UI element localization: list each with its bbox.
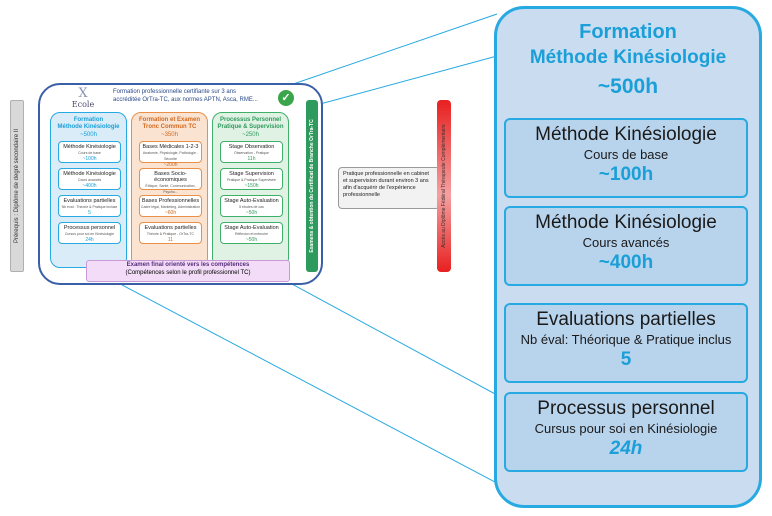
overview-item-subtitle: Réflexion et mémoire xyxy=(234,232,269,236)
overview-item-value: ~50h xyxy=(245,237,258,243)
certificate-bar: Examens & obtention du Certificat de Bra… xyxy=(306,100,318,272)
overview-item-title: Bases Médicales 1-2-3 xyxy=(142,144,199,150)
overview-item-subtitle: Éthique, Santé, Communication, Psycho... xyxy=(145,184,196,194)
overview-item-value: 11 xyxy=(167,237,174,243)
overview-item-title: Stage Auto-Evaluation xyxy=(224,225,279,231)
prerequisite-label: Prérequis : Diplôme de degré secondaire … xyxy=(14,128,20,244)
zoom-card-value: ~400h xyxy=(598,252,654,273)
federal-diploma-bar: Accès au Diplôme Fédéral Thérapeute Comp… xyxy=(437,100,451,272)
overview-item-title: Evaluations partielles xyxy=(144,225,197,231)
overview-item-subtitle: Observation - Pratique xyxy=(233,151,270,155)
overview-column-title: Processus Personnel Pratique & Supervisi… xyxy=(217,117,284,130)
overview-item-title: Bases Professionnelles xyxy=(141,198,200,204)
overview-item-value: ~400h xyxy=(82,183,97,189)
final-exam-subtitle: (Compétences selon le profil professionn… xyxy=(125,270,251,276)
overview-item-value: 5 xyxy=(88,210,91,216)
zoom-card-value: 24h xyxy=(609,438,643,459)
overview-item-subtitle: Cursus pour soi en Kinésiologie xyxy=(64,232,115,236)
overview-item-title: Processus personnel xyxy=(63,225,116,231)
overview-item-title: Stage Supervision xyxy=(229,171,274,177)
overview-item-subtitle: Anatomie, Physiologie, Pathologie - Sécu… xyxy=(142,151,199,161)
overview-item-subtitle: Pratique & Pratique Supervisée xyxy=(227,178,276,182)
overview-item-title: Méthode Kinésiologie xyxy=(63,171,116,177)
school-logo-mark: X xyxy=(78,86,88,101)
zoom-card-value: ~100h xyxy=(598,164,654,185)
check-icon: ✓ xyxy=(278,90,294,106)
zoom-card-title: Processus personnel xyxy=(537,398,715,419)
overview-column: Processus Personnel Pratique & Supervisi… xyxy=(212,112,289,268)
federal-diploma-label: Accès au Diplôme Fédéral Thérapeute Comp… xyxy=(441,124,447,248)
zoom-card-subtitle: Nb éval: Théorique & Pratique inclus xyxy=(520,332,732,347)
overview-column-title: Formation Méthode Kinésiologie xyxy=(57,117,120,130)
overview-item-value: ~50h xyxy=(245,210,258,216)
overview-item-value: ~100h xyxy=(82,156,97,162)
overview-item-subtitle: Nb éval : Théorie & Pratique incluse xyxy=(61,205,118,209)
overview-item-subtitle: 5 études de cas xyxy=(239,205,264,209)
final-exam-box: Examen final orienté vers les compétence… xyxy=(86,260,290,282)
professional-practice-text: Pratique professionnelle en cabinet et s… xyxy=(343,171,429,198)
zoom-card-subtitle: Cours avancés xyxy=(582,235,670,250)
zoom-card-value: 5 xyxy=(620,349,632,370)
zoom-card-title: Méthode Kinésiologie xyxy=(535,124,717,145)
zoom-card: Méthode Kinésiologie Cours de base ~100h xyxy=(504,118,748,198)
zoom-card-subtitle: Cursus pour soi en Kinésiologie xyxy=(534,421,718,436)
certificate-label: Examens & obtention du Certificat de Bra… xyxy=(309,119,315,253)
overview-item-title: Bases Socio-économiques xyxy=(154,171,187,183)
overview-item-title: Stage Auto-Evaluation xyxy=(224,198,279,204)
overview-column-hours: ~250h xyxy=(242,132,259,138)
overview-item-subtitle: Théorie & Pratique - OrTra-TC xyxy=(146,232,195,236)
zoom-title-line-2: Méthode Kinésiologie xyxy=(529,47,727,68)
overview-item-value: 24h xyxy=(85,237,94,243)
zoom-card: Evaluations partielles Nb éval: Théoriqu… xyxy=(504,303,748,383)
zoom-card-title: Méthode Kinésiologie xyxy=(535,212,717,233)
overview-item-title: Méthode Kinésiologie xyxy=(63,144,116,150)
overview-item-value: 11h xyxy=(247,156,256,162)
overview-item-title: Stage Observation xyxy=(228,144,275,150)
overview-column: Formation et Examen Tronc Commun TC ~350h… xyxy=(131,112,208,268)
zoom-card: Processus personnel Cursus pour soi en K… xyxy=(504,392,748,472)
overview-item-value: ~150h xyxy=(244,183,259,189)
overview-item-subtitle: Cours avancés xyxy=(77,178,102,182)
overview-item-subtitle: Cours de base xyxy=(78,151,101,155)
zoom-title: Formation Méthode Kinésiologie ~500h xyxy=(494,20,762,104)
overview-item-title: Evaluations partielles xyxy=(63,198,116,204)
overview-item-subtitle: Cadre légal, Marketing, Administration xyxy=(140,205,201,209)
overview-column-hours: ~350h xyxy=(161,132,178,138)
professional-practice-box: Pratique professionnelle en cabinet et s… xyxy=(338,167,440,209)
zoom-card-subtitle: Cours de base xyxy=(583,147,669,162)
zoom-card-title: Evaluations partielles xyxy=(536,309,716,330)
prerequisite-bar: Prérequis : Diplôme de degré secondaire … xyxy=(10,100,24,272)
zoom-card: Méthode Kinésiologie Cours avancés ~400h xyxy=(504,206,748,286)
header-line-2: accréditée OrTra-TC, aux normes APTN, As… xyxy=(113,97,258,103)
final-exam-title: Examen final orienté vers les compétence… xyxy=(126,262,250,268)
overview-column-hours: ~500h xyxy=(80,132,97,138)
overview-item-value: ~60h xyxy=(164,210,177,216)
zoom-title-hours: ~500h xyxy=(597,75,659,98)
overview-item-value: ~200h xyxy=(163,162,178,168)
zoom-title-line-1: Formation xyxy=(579,21,677,43)
overview-header: Formation professionnelle certifiante su… xyxy=(113,88,273,104)
overview-column-title: Formation et Examen Tronc Commun TC xyxy=(138,117,200,130)
header-line-1: Formation professionnelle certifiante su… xyxy=(113,89,237,95)
